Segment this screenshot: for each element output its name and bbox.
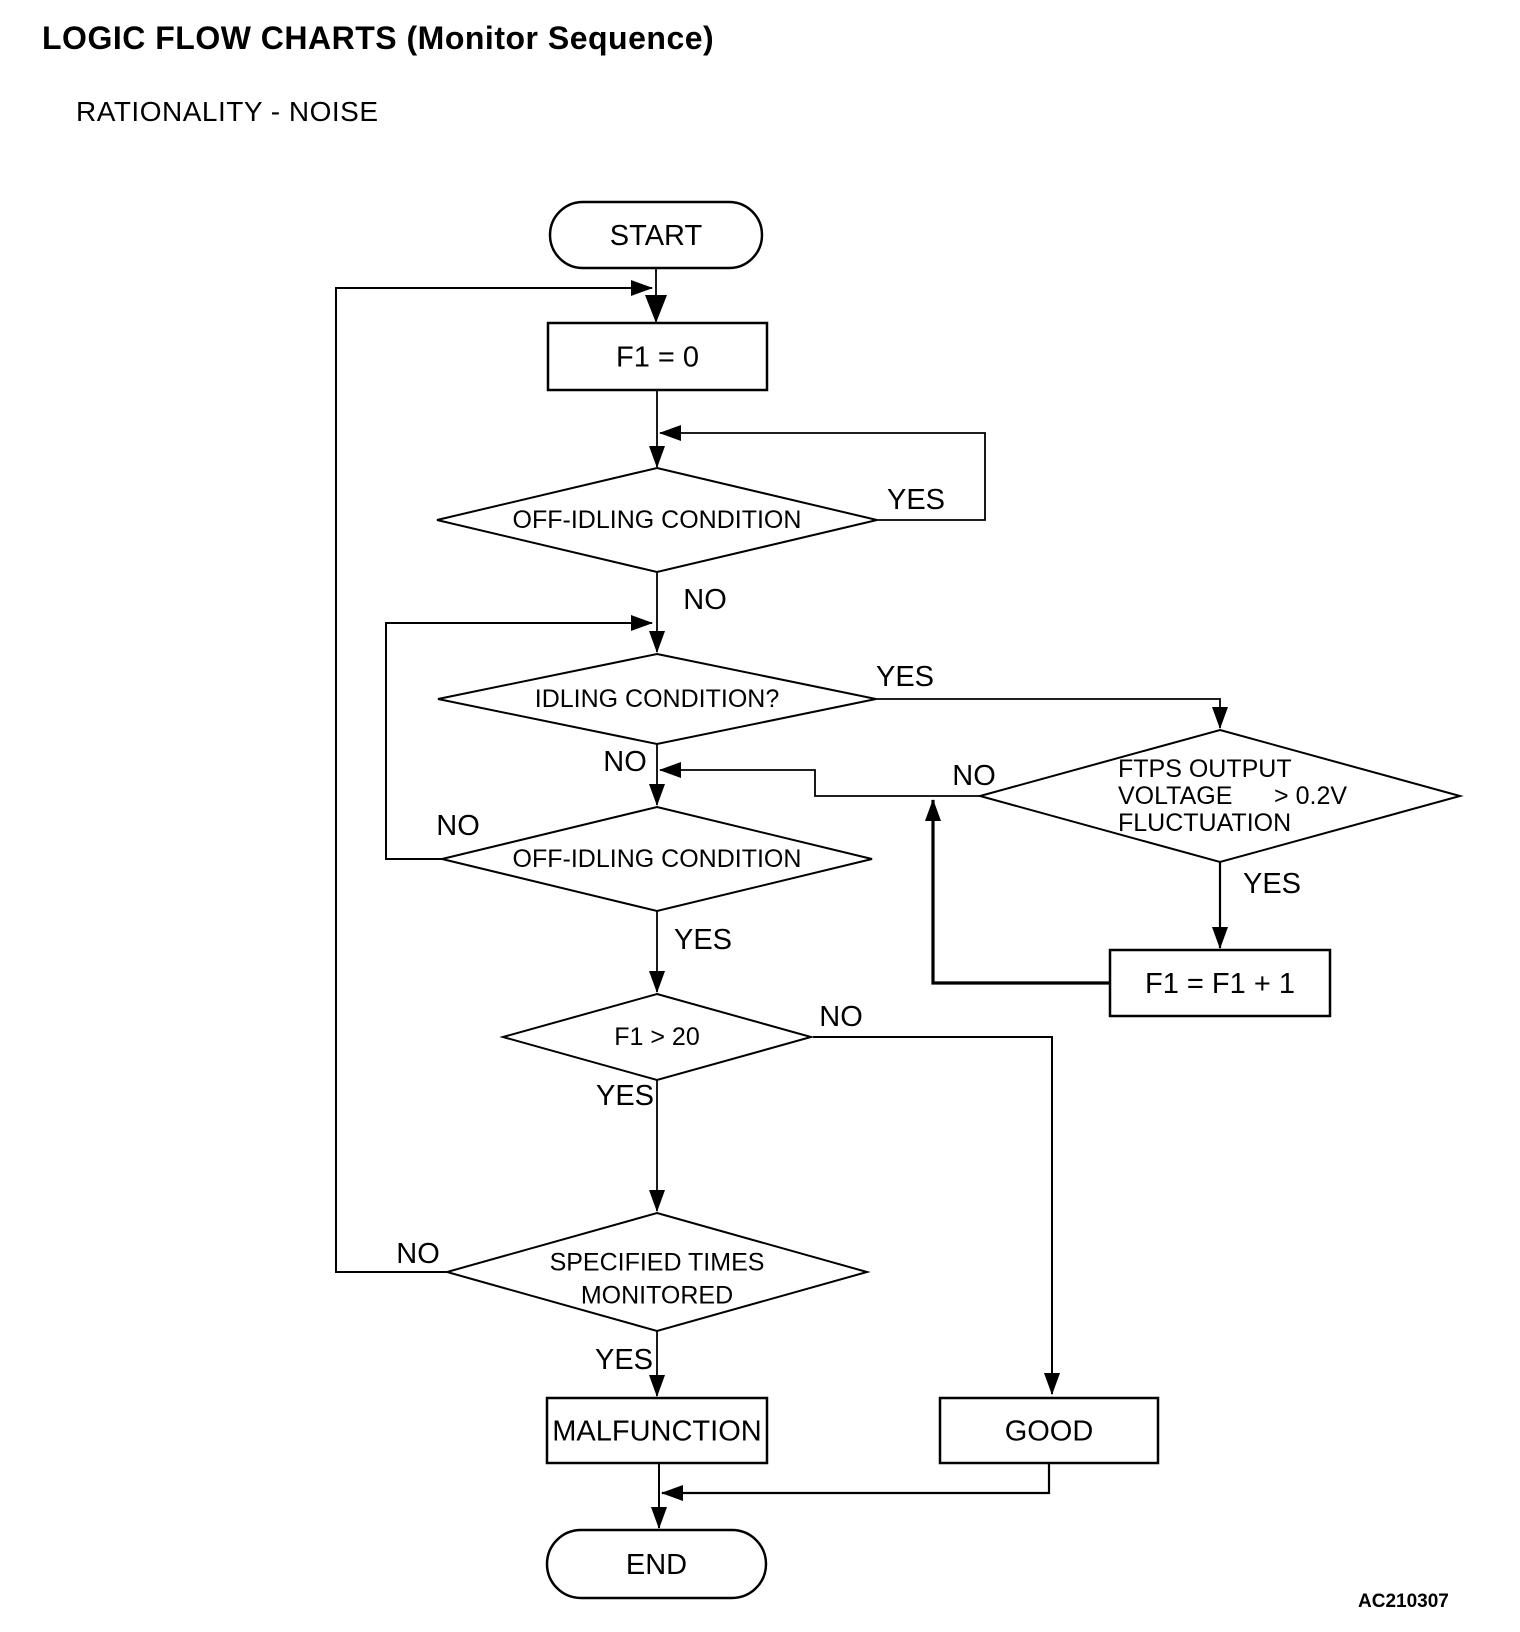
node-label-ftps: VOLTAGE > 0.2V xyxy=(1118,782,1347,810)
node-shape-f1-zero xyxy=(546,321,769,392)
node-label-f1-gt-20: F1 > 20 xyxy=(614,1023,699,1051)
node-end: END xyxy=(545,1528,768,1600)
branch-label-ftps-no: NO xyxy=(952,760,996,792)
node-shape-spec-times xyxy=(443,1211,871,1333)
node-shape-end xyxy=(545,1528,768,1600)
node-shape-start xyxy=(548,200,764,270)
node-off-idling-2: OFF-IDLING CONDITION xyxy=(441,805,873,913)
node-malfunction: MALFUNCTION xyxy=(545,1396,769,1465)
node-label-good: GOOD xyxy=(1005,1416,1094,1448)
node-label-ftps: FLUCTUATION xyxy=(1118,809,1291,837)
node-shape-f1-gt-20 xyxy=(499,992,815,1082)
page-title: LOGIC FLOW CHARTS (Monitor Sequence) xyxy=(42,20,715,56)
node-start: START xyxy=(548,200,764,270)
node-shape-off-idling-1 xyxy=(436,466,878,574)
branch-label-f120-yes: YES xyxy=(596,1080,654,1112)
branch-label-off1-yes: YES xyxy=(887,484,945,516)
node-good: GOOD xyxy=(938,1396,1160,1465)
edge-idling-yes-to-ftps xyxy=(875,698,1228,729)
edge-ftps-no-return xyxy=(659,762,980,797)
node-label-off-idling-2: OFF-IDLING CONDITION xyxy=(513,845,802,873)
edge-good-to-join xyxy=(661,1463,1051,1501)
branch-label-off1-no: NO xyxy=(683,584,727,616)
branch-label-f120-no: NO xyxy=(819,1001,863,1033)
branch-label-off2-yes: YES xyxy=(674,924,732,956)
node-shape-good xyxy=(938,1396,1160,1465)
branch-label-spec-yes: YES xyxy=(595,1344,653,1376)
node-label-malfunction: MALFUNCTION xyxy=(552,1416,761,1448)
figure-code: AC210307 xyxy=(1358,1591,1449,1612)
branch-label-idling-no: NO xyxy=(603,746,647,778)
node-label-end: END xyxy=(626,1549,687,1581)
node-shape-off-idling-2 xyxy=(441,805,873,913)
node-f1-inc: F1 = F1 + 1 xyxy=(1108,948,1332,1018)
node-label-ftps: FTPS OUTPUT xyxy=(1118,755,1292,783)
edge-f120-no-to-good xyxy=(813,1036,1060,1395)
page-subtitle: RATIONALITY - NOISE xyxy=(76,96,379,127)
node-label-off-idling-1: OFF-IDLING CONDITION xyxy=(513,506,802,534)
node-label-spec-times: SPECIFIED TIMES xyxy=(550,1249,765,1277)
branch-label-off2-no: NO xyxy=(436,810,480,842)
node-shape-ftps xyxy=(976,728,1464,864)
node-shape-malfunction xyxy=(545,1396,769,1465)
branch-label-idling-yes: YES xyxy=(876,661,934,693)
branch-label-ftps-yes: YES xyxy=(1243,868,1301,900)
edge-off1-yes-loop xyxy=(659,425,986,521)
node-label-start: START xyxy=(610,220,703,252)
node-label-f1-zero: F1 = 0 xyxy=(616,342,699,374)
node-label-idling: IDLING CONDITION? xyxy=(535,685,779,713)
node-spec-times: SPECIFIED TIMES MONITORED xyxy=(443,1211,871,1333)
node-label-f1-inc: F1 = F1 + 1 xyxy=(1145,968,1295,1000)
edge-off2-no-loop xyxy=(385,615,653,860)
node-f1-gt-20: F1 > 20 xyxy=(499,992,815,1082)
node-f1-zero: F1 = 0 xyxy=(546,321,769,392)
edge-f1inc-return-loop xyxy=(925,799,1110,985)
node-shape-idling xyxy=(437,652,877,746)
node-label-spec-times: MONITORED xyxy=(581,1282,733,1310)
edge-spec-no-outer-loop xyxy=(335,280,653,1273)
node-shape-f1-inc xyxy=(1108,948,1332,1018)
node-idling: IDLING CONDITION? xyxy=(437,652,877,746)
node-off-idling-1: OFF-IDLING CONDITION xyxy=(436,466,878,574)
branch-label-spec-no: NO xyxy=(396,1238,440,1270)
